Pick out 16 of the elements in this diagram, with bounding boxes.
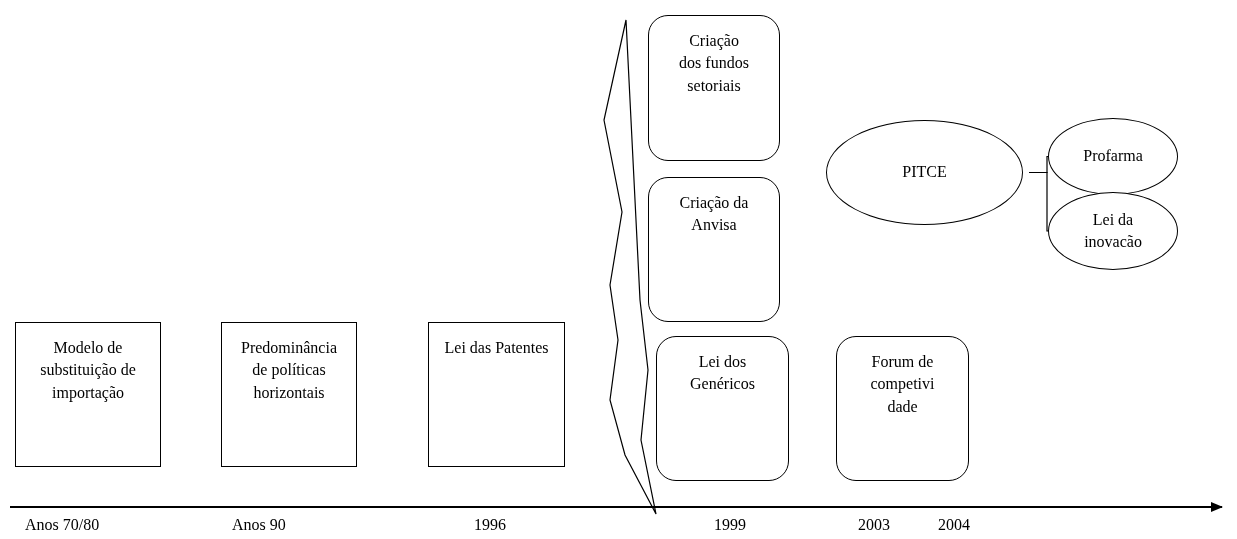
rounded-box: Forum de competivi dade [836,336,969,481]
year-label: 2003 [858,516,890,534]
ellipse: Profarma [1048,118,1178,195]
timeline-box: Lei das Patentes [428,322,565,467]
timeline-box: Modelo de substituição de importação [15,322,161,467]
year-label: Anos 90 [232,516,286,534]
rounded-box: Criação dos fundos setoriais [648,15,780,161]
year-label: Anos 70/80 [25,516,100,534]
ellipse: PITCE [826,120,1023,225]
year-label: 1999 [714,516,746,534]
timeline-box: Predominância de políticas horizontais [221,322,357,467]
year-label: 2004 [938,516,970,534]
ellipse: Lei da inovacão [1048,192,1178,270]
rounded-box: Lei dos Genéricos [656,336,789,481]
rounded-box: Criação da Anvisa [648,177,780,322]
year-label: 1996 [474,516,506,534]
